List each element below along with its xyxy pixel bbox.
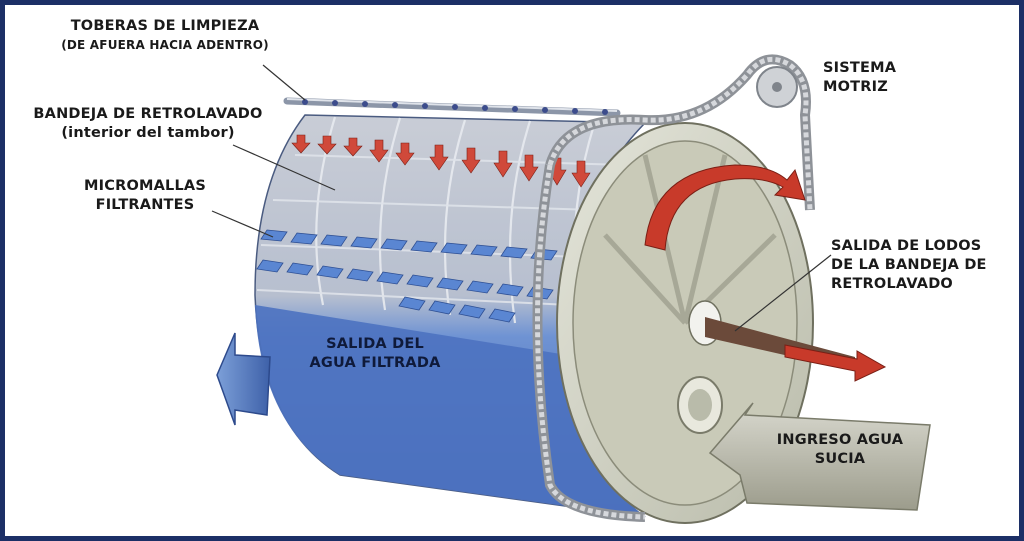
label-salida-lodos-line3: RETROLAVADO [831, 276, 953, 292]
label-salida-lodos-line1: SALIDA DE LODOS [831, 238, 982, 254]
label-sistema-line1: SISTEMA [823, 60, 897, 76]
label-sistema-motriz: SISTEMA MOTRIZ [823, 59, 943, 97]
label-ingreso-agua: INGRESO AGUA SUCIA [765, 431, 915, 469]
label-salida-agua-line1: SALIDA DEL [326, 336, 424, 352]
label-salida-lodos-line2: DE LA BANDEJA DE [831, 257, 987, 273]
drum-filter-illustration [211, 54, 931, 524]
label-ingreso-line2: SUCIA [814, 451, 866, 467]
inlet-arrow [708, 402, 931, 511]
sludge-outlet [705, 317, 887, 382]
leader-lines [211, 64, 832, 332]
label-toberas: TOBERAS DE LIMPIEZA (DE AFUERA HACIA ADE… [35, 17, 295, 55]
rotation-arrow [644, 164, 806, 251]
label-micromallas: MICROMALLAS FILTRANTES [60, 177, 230, 215]
label-ingreso-line1: INGRESO AGUA [776, 432, 904, 448]
label-salida-lodos: SALIDA DE LODOS DE LA BANDEJA DE RETROLA… [831, 237, 1016, 294]
label-micromallas-line2: FILTRANTES [95, 197, 195, 213]
drive-sprocket [756, 66, 798, 108]
label-toberas-line2: (DE AFUERA HACIA ADENTRO) [61, 38, 269, 52]
label-toberas-line1: TOBERAS DE LIMPIEZA [70, 18, 260, 34]
label-bandeja-line1: BANDEJA DE RETROLAVADO [33, 106, 263, 122]
spray-nozzle-bar [283, 97, 621, 117]
label-sistema-line2: MOTRIZ [823, 79, 888, 95]
label-salida-agua: SALIDA DEL AGUA FILTRADA [290, 335, 460, 373]
drum-end-plate [556, 122, 814, 524]
drive-chain [532, 54, 815, 522]
label-bandeja: BANDEJA DE RETROLAVADO (interior del tam… [13, 105, 283, 143]
label-bandeja-line2: (interior del tambor) [61, 125, 235, 141]
label-micromallas-line1: MICROMALLAS [84, 178, 206, 194]
outlet-arrow [216, 332, 271, 426]
label-salida-agua-line2: AGUA FILTRADA [309, 355, 441, 371]
